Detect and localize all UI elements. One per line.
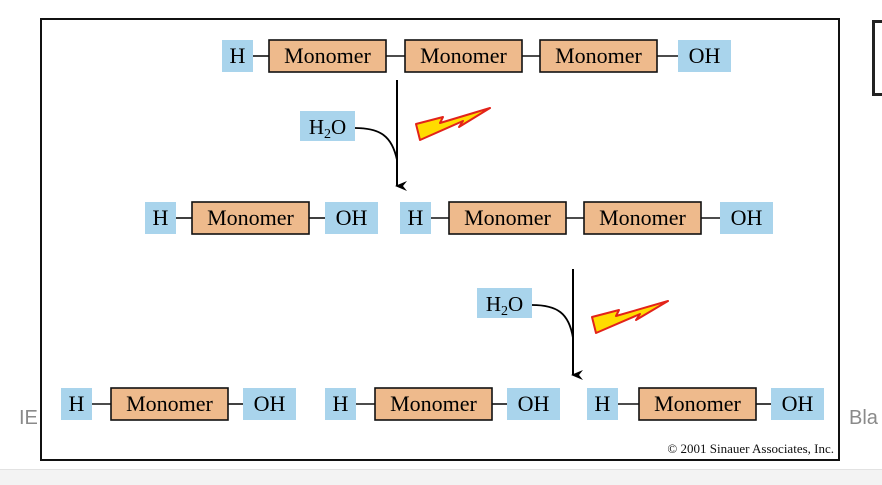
monomer-label: Monomer bbox=[284, 43, 371, 68]
hydroxyl-label: OH bbox=[254, 391, 286, 416]
water-box bbox=[300, 111, 355, 141]
monomer-box bbox=[583, 201, 702, 235]
lightning-bolt-icon bbox=[415, 107, 491, 141]
monomer-label: Monomer bbox=[390, 391, 477, 416]
polymer-chain-row1: H Monomer Monomer Monomer OH bbox=[222, 39, 731, 73]
monomer-box bbox=[374, 387, 493, 421]
hydrolysis-diagram: H Monomer Monomer Monomer OH H2O H bbox=[61, 39, 834, 456]
hydroxyl-box bbox=[720, 202, 773, 234]
hydrolysis-step-2: H2O bbox=[477, 269, 669, 380]
hydroxyl-box bbox=[507, 388, 560, 420]
copyright-notice: © 2001 Sinauer Associates, Inc. bbox=[667, 441, 834, 456]
hydrogen-box bbox=[222, 40, 253, 72]
hydrogen-box bbox=[325, 388, 356, 420]
hydrolysis-step-1: H2O bbox=[300, 80, 491, 191]
monomer-box bbox=[191, 201, 310, 235]
monomer-label: Monomer bbox=[207, 205, 294, 230]
hydroxyl-box bbox=[678, 40, 731, 72]
monomer-row3c: H Monomer OH bbox=[587, 387, 824, 421]
hydrogen-label: H bbox=[408, 205, 424, 230]
hydrogen-label: H bbox=[69, 391, 85, 416]
lightning-bolt-icon bbox=[591, 300, 669, 334]
hydrogen-label: H bbox=[230, 43, 246, 68]
monomer-label: Monomer bbox=[464, 205, 551, 230]
water-entry-curve bbox=[354, 127, 398, 161]
hydroxyl-label: OH bbox=[336, 205, 368, 230]
hydrogen-box bbox=[400, 202, 431, 234]
polymer-chain-row2a: H Monomer OH bbox=[145, 201, 378, 235]
hydrogen-box bbox=[587, 388, 618, 420]
monomer-row3b: H Monomer OH bbox=[325, 387, 560, 421]
hydrogen-label: H bbox=[595, 391, 611, 416]
hydrolysis-diagram-panel: H Monomer Monomer Monomer OH H2O H bbox=[40, 18, 840, 461]
page-bottom-strip bbox=[0, 469, 882, 485]
monomer-row3a: H Monomer OH bbox=[61, 387, 296, 421]
hydroxyl-label: OH bbox=[782, 391, 814, 416]
polymer-chain-row2b: H Monomer Monomer OH bbox=[400, 201, 773, 235]
monomer-box bbox=[110, 387, 229, 421]
monomer-label: Monomer bbox=[420, 43, 507, 68]
hydroxyl-box bbox=[325, 202, 378, 234]
hydroxyl-label: OH bbox=[689, 43, 721, 68]
adjacent-panel-frame bbox=[872, 20, 882, 96]
monomer-label: Monomer bbox=[555, 43, 642, 68]
monomer-label: Monomer bbox=[654, 391, 741, 416]
monomer-label: Monomer bbox=[126, 391, 213, 416]
hydrogen-box bbox=[61, 388, 92, 420]
water-box bbox=[477, 288, 532, 318]
monomer-box bbox=[268, 39, 387, 73]
hydroxyl-label: OH bbox=[518, 391, 550, 416]
water-entry-curve bbox=[531, 304, 574, 339]
hydroxyl-box bbox=[771, 388, 824, 420]
hydrogen-box bbox=[145, 202, 176, 234]
monomer-label: Monomer bbox=[599, 205, 686, 230]
hydrogen-label: H bbox=[153, 205, 169, 230]
hydroxyl-label: OH bbox=[731, 205, 763, 230]
hydroxyl-box bbox=[243, 388, 296, 420]
monomer-box bbox=[448, 201, 567, 235]
background-text-left: IE bbox=[19, 407, 38, 429]
hydrogen-label: H bbox=[333, 391, 349, 416]
background-text-right: Bla bbox=[849, 407, 878, 429]
